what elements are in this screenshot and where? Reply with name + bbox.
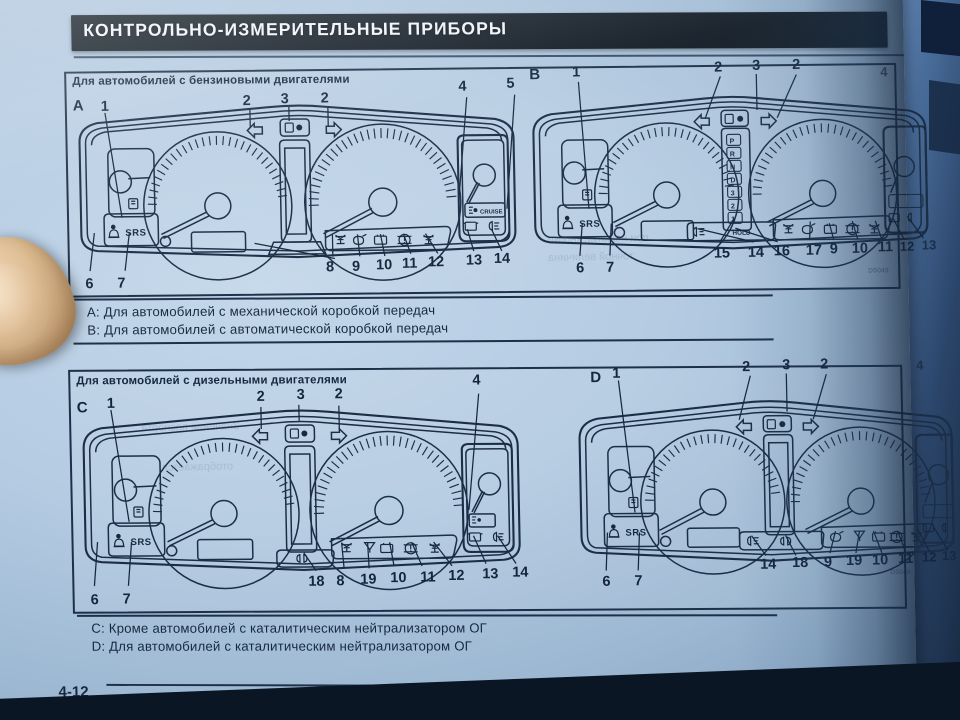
print-code-top: D5049 [868, 267, 889, 275]
panel-a-leader-lines [89, 94, 516, 272]
thumbnail [0, 254, 58, 359]
caption-a: A: Для автомобилей с механической коробк… [86, 302, 436, 320]
panel-b-leader-lines [577, 73, 925, 256]
caption-b: B: Для автомобилей с автоматической коро… [87, 320, 449, 338]
svg-text:CRUISE: CRUISE [480, 209, 503, 215]
svg-text:SRS: SRS [625, 527, 646, 538]
svg-text:SRS: SRS [579, 219, 600, 230]
panel-d-leader-lines [605, 373, 949, 571]
header-underline [73, 54, 904, 59]
caption-block-cd: C: Кроме автомобилей с каталитическим не… [76, 614, 778, 654]
print-code-bottom: D5048 [890, 568, 912, 577]
svg-text:SRS: SRS [130, 537, 151, 548]
cluster-panel-c: SRS [74, 388, 528, 601]
facing-page-header-band [921, 0, 960, 57]
caption-c: C: Кроме автомобилей с каталитическим не… [91, 620, 488, 636]
page-content: при нажатии кнопки точной величина Значе… [58, 18, 957, 701]
panel-c-leader-lines [93, 393, 517, 587]
page-title: КОНТРОЛЬНО-ИЗМЕРИТЕЛЬНЫЕ ПРИБОРЫ [83, 18, 508, 41]
cluster-panel-a: SRS [70, 83, 524, 288]
svg-text:SRS: SRS [125, 228, 146, 239]
caption-d: D: Для автомобилей с каталитическим нейт… [91, 638, 473, 654]
